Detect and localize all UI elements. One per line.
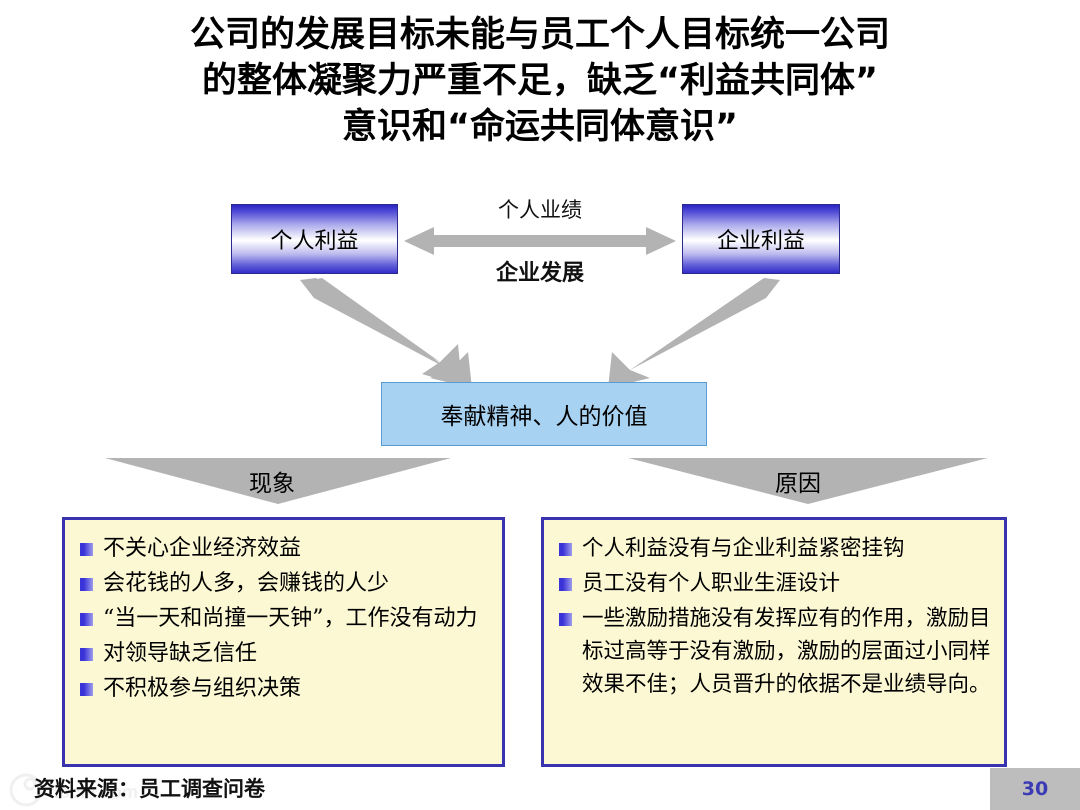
list-item-text: 会花钱的人多，会赚钱的人少 [103, 571, 390, 596]
svg-text:docin.com: docin.com [48, 782, 138, 802]
square-bullet-icon [80, 543, 93, 556]
core-value-label: 奉献精神、人的价值 [440, 404, 648, 430]
personal-interest-box: 个人利益 [231, 204, 398, 274]
chevron-label-phenomena: 现象 [249, 471, 295, 497]
list-item-text: 个人利益没有与企业利益紧密挂钩 [582, 536, 905, 561]
square-bullet-icon [80, 648, 93, 661]
list-item: 个人利益没有与企业利益紧密挂钩 [556, 532, 994, 565]
list-item: 员工没有个人职业生涯设计 [556, 567, 994, 600]
chevron-label-causes: 原因 [775, 471, 821, 497]
chevron-down-banner-phenomena-icon [105, 458, 451, 504]
list-item-text: 不积极参与组织决策 [103, 676, 302, 701]
square-bullet-icon [80, 578, 93, 591]
page-title: 公司的发展目标未能与员工个人目标统一公司 的整体凝聚力严重不足，缺乏“利益共同体… [60, 12, 1020, 150]
square-bullet-icon [559, 613, 572, 626]
title-line-1: 公司的发展目标未能与员工个人目标统一公司 [189, 15, 890, 55]
list-item: 会花钱的人多，会赚钱的人少 [77, 567, 492, 600]
source-note: 资料来源：员工调查问卷 [34, 777, 265, 801]
arrow-down-right-icon [300, 278, 472, 388]
list-item: “当一天和尚撞一天钟”，工作没有动力 [77, 602, 492, 635]
company-interest-box: 企业利益 [682, 204, 840, 274]
personal-interest-label: 个人利益 [270, 229, 359, 254]
phenomena-list-box: 不关心企业经济效益 会花钱的人多，会赚钱的人少 “当一天和尚撞一天钟”，工作没有… [62, 517, 505, 767]
square-bullet-icon [80, 613, 93, 626]
arrow-label-development: 企业发展 [495, 260, 584, 286]
arrow-down-left-icon [608, 278, 780, 388]
watermark-logo-icon: docin.com [9, 773, 138, 807]
page-number-text: 30 [1021, 778, 1049, 800]
company-interest-label: 企业利益 [716, 229, 805, 254]
list-item-text: 对领导缺乏信任 [103, 641, 258, 666]
list-item: 不关心企业经济效益 [77, 532, 492, 565]
arrow-label-performance: 个人业绩 [498, 198, 582, 222]
title-line-2: 的整体凝聚力严重不足，缺乏“利益共同体” [201, 61, 878, 101]
square-bullet-icon [80, 683, 93, 696]
list-item: 对领导缺乏信任 [77, 637, 492, 670]
list-item-text: “当一天和尚撞一天钟”，工作没有动力 [103, 606, 478, 631]
list-item-text: 不关心企业经济效益 [103, 536, 302, 561]
list-item: 一些激励措施没有发挥应有的作用，激励目标过高等于没有激励，激励的层面过小同样效果… [556, 602, 994, 701]
chevron-down-banner-causes-icon [628, 458, 988, 504]
list-item-text: 员工没有个人职业生涯设计 [582, 571, 841, 596]
title-line-3: 意识和“命运共同体意识” [341, 107, 738, 147]
square-bullet-icon [559, 543, 572, 556]
list-item: 不积极参与组织决策 [77, 672, 492, 705]
page-number-badge: 30 [990, 768, 1080, 810]
causes-list-box: 个人利益没有与企业利益紧密挂钩 员工没有个人职业生涯设计 一些激励措施没有发挥应… [541, 517, 1007, 767]
core-value-box: 奉献精神、人的价值 [381, 382, 707, 446]
square-bullet-icon [559, 578, 572, 591]
list-item-text: 一些激励措施没有发挥应有的作用，激励目标过高等于没有激励，激励的层面过小同样效果… [582, 606, 991, 697]
bidirectional-arrow-icon [404, 227, 676, 255]
